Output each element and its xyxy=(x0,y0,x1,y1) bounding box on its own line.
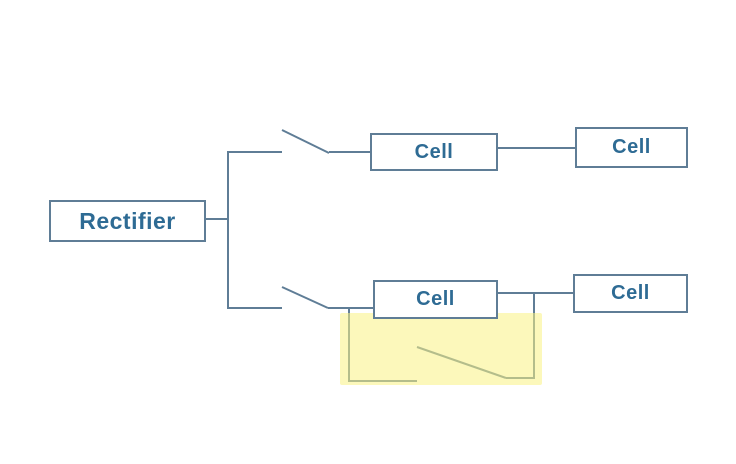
cell-node-bottom-right: Cell xyxy=(573,274,688,313)
bottom-switch-blade xyxy=(281,286,329,309)
top-switch-blade xyxy=(281,129,330,154)
rectifier-node: Rectifier xyxy=(49,200,206,242)
cell-label: Cell xyxy=(612,136,651,158)
cell-node-top-right: Cell xyxy=(575,127,688,168)
cell-node-top-left: Cell xyxy=(370,133,498,171)
cell-label: Cell xyxy=(414,140,454,163)
bypass-highlight-overlay xyxy=(340,313,542,385)
cell-node-bottom-left: Cell xyxy=(373,280,498,319)
rectifier-label: Rectifier xyxy=(79,207,176,234)
trunk-line xyxy=(227,151,282,309)
cell-label: Cell xyxy=(416,288,455,310)
cell-label: Cell xyxy=(611,282,650,304)
